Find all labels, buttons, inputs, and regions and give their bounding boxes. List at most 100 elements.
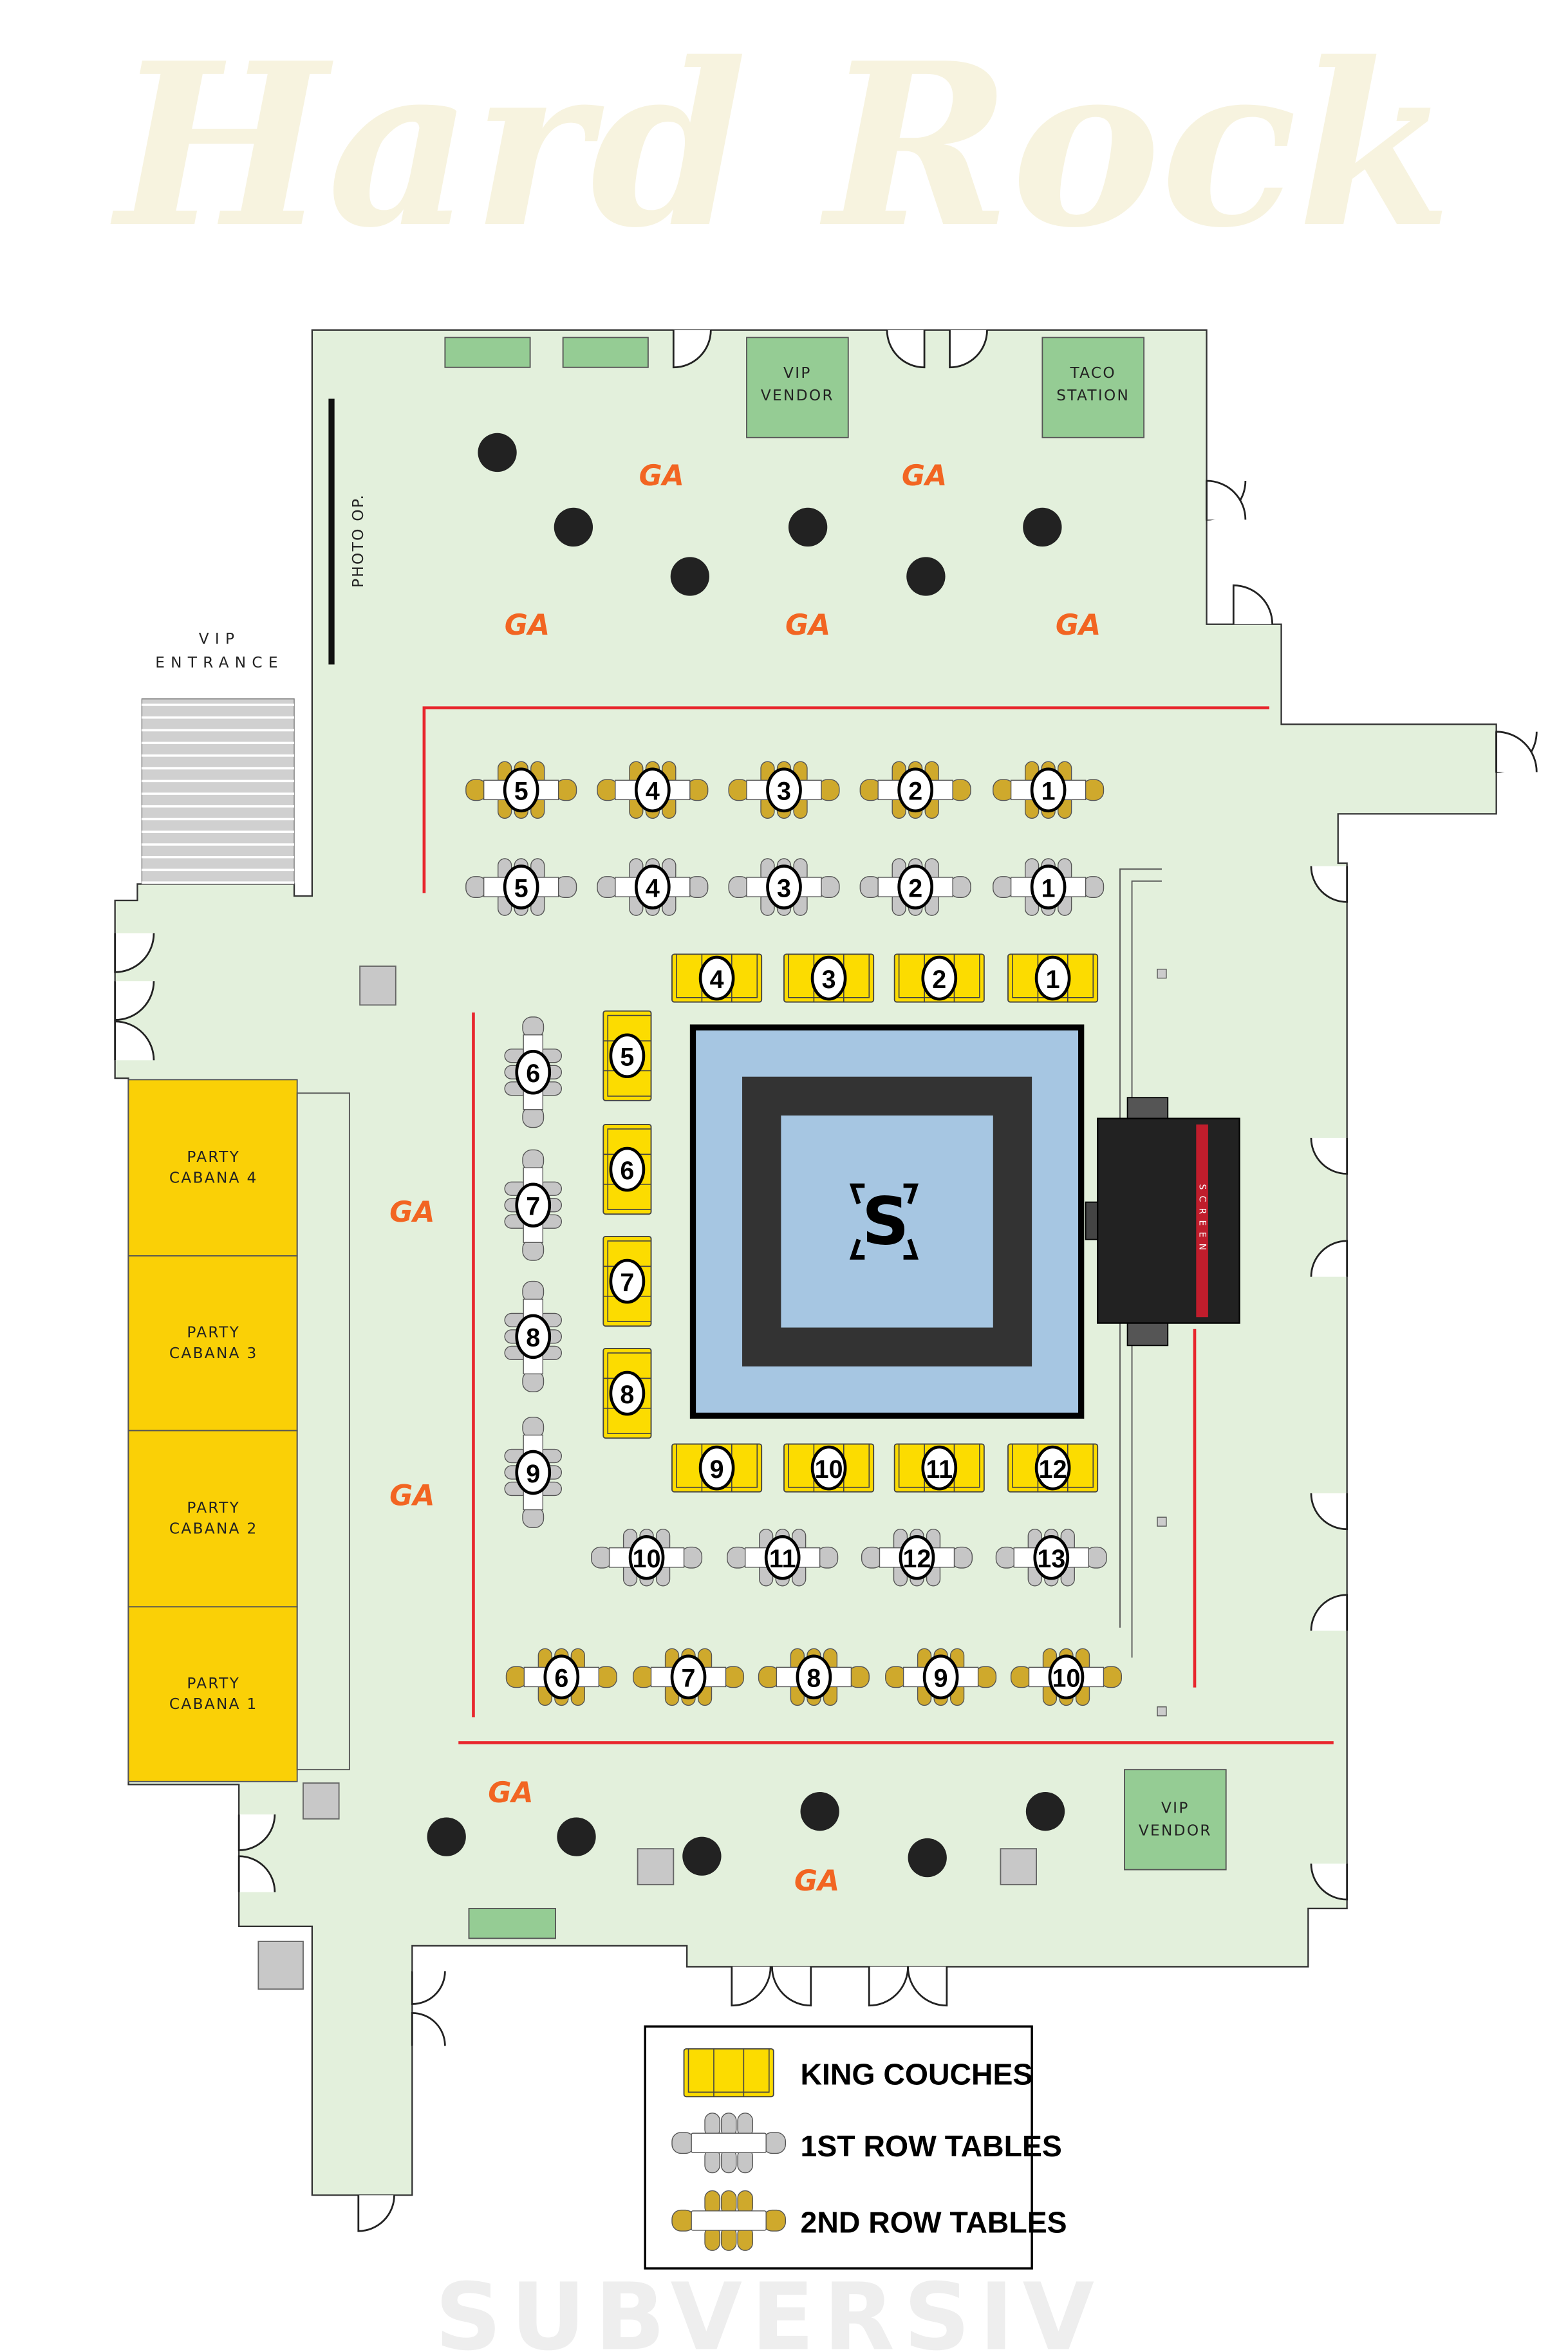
table-number: 12: [1039, 1455, 1067, 1484]
first-row-table[interactable]: 2: [859, 858, 971, 916]
number-badge: [609, 1370, 646, 1416]
column: [303, 1782, 340, 1820]
king-couch[interactable]: 4: [671, 953, 763, 1003]
door: [114, 933, 155, 973]
party-cabana[interactable]: PARTY CABANA 3: [127, 1255, 298, 1432]
pillar: [800, 1792, 839, 1831]
second-row-table[interactable]: 1: [993, 761, 1105, 819]
vip-entrance-stairs[interactable]: [141, 698, 295, 885]
table-number: 7: [620, 1269, 634, 1297]
first-row-table[interactable]: 10: [591, 1528, 703, 1587]
second-row-table[interactable]: 2: [859, 761, 971, 819]
cabana-label: CABANA 3: [169, 1345, 258, 1362]
legend: KING COUCHES 1ST ROW TABLES 2ND ROW TABL…: [644, 2025, 1067, 2270]
door: [1232, 584, 1274, 624]
pillar: [670, 557, 709, 596]
number-badge: [609, 1033, 646, 1079]
column: [257, 1941, 304, 1990]
number-badge: [515, 1182, 552, 1228]
number-badge: [515, 1314, 552, 1359]
first-row-table[interactable]: 7: [504, 1149, 563, 1261]
number-badge: [766, 767, 802, 813]
door: [1310, 1493, 1349, 1531]
number-badge: [922, 1654, 959, 1700]
door: [1310, 1240, 1349, 1277]
table-number: 1: [1041, 874, 1056, 902]
table-number: 2: [908, 874, 922, 902]
first-row-table[interactable]: 9: [504, 1416, 563, 1529]
second-row-table[interactable]: 3: [728, 761, 840, 819]
king-couch[interactable]: 12: [1007, 1443, 1099, 1493]
column: [359, 966, 397, 1006]
number-badge: [1030, 864, 1067, 910]
door: [114, 981, 155, 1021]
first-row-table[interactable]: 12: [861, 1528, 973, 1587]
number-badge: [698, 1445, 735, 1491]
table-number: 7: [682, 1665, 696, 1693]
table-number: 11: [769, 1545, 796, 1573]
first-row-table[interactable]: 5: [465, 858, 577, 916]
king-couch[interactable]: 11: [893, 1443, 985, 1493]
second-row-table[interactable]: 5: [465, 761, 577, 819]
vip-vendor-bottom[interactable]: VIP VENDOR: [1124, 1769, 1227, 1871]
second-row-table[interactable]: 6: [505, 1648, 617, 1706]
second-row-table[interactable]: 7: [632, 1648, 745, 1706]
king-couch[interactable]: 1: [1007, 953, 1099, 1003]
king-couch[interactable]: 6: [602, 1124, 652, 1215]
ga-label: GA: [488, 1777, 533, 1809]
first-row-table[interactable]: 8: [504, 1280, 563, 1392]
door: [886, 330, 926, 369]
legend-first-row-tables: 1ST ROW TABLES: [801, 2129, 1062, 2163]
first-row-table[interactable]: 6: [504, 1016, 563, 1128]
taco-station-label: STATION: [1056, 387, 1130, 404]
pillar: [906, 557, 946, 596]
vip-vendor-top[interactable]: VIP VENDOR: [746, 337, 849, 438]
ga-label: GA: [1056, 609, 1101, 642]
first-row-table[interactable]: 1: [993, 858, 1105, 916]
door: [411, 2011, 446, 2046]
subversiv-logo-icon: [849, 1183, 919, 1260]
second-row-table[interactable]: 4: [597, 761, 709, 819]
cabana-label: PARTY: [187, 1148, 240, 1166]
vendor-label: VIP: [1161, 1799, 1190, 1816]
king-couch[interactable]: 9: [671, 1443, 763, 1493]
door: [1310, 1137, 1349, 1175]
number-badge: [1030, 767, 1067, 813]
cabana-label: PARTY: [187, 1324, 240, 1341]
first-row-table[interactable]: 3: [728, 858, 840, 916]
cabana-rail: [296, 1092, 350, 1771]
number-badge: [609, 1258, 646, 1304]
table-number: 10: [1052, 1665, 1081, 1693]
king-couch[interactable]: 10: [783, 1443, 875, 1493]
door: [357, 2195, 395, 2232]
bar-counter: [444, 337, 531, 368]
number-badge: [764, 1535, 801, 1580]
first-row-table[interactable]: 4: [597, 858, 709, 916]
door: [1495, 731, 1538, 772]
first-row-table[interactable]: 11: [727, 1528, 839, 1587]
number-badge: [628, 1535, 665, 1580]
second-row-table[interactable]: 8: [758, 1648, 870, 1706]
second-row-table[interactable]: 9: [885, 1648, 997, 1706]
taco-station[interactable]: TACO STATION: [1041, 337, 1145, 438]
table-number: 2: [908, 778, 922, 806]
table-number: 5: [514, 778, 528, 806]
table-number: 7: [526, 1193, 540, 1221]
king-couch[interactable]: 5: [602, 1010, 652, 1101]
number-badge: [897, 767, 933, 813]
second-row-table[interactable]: 10: [1010, 1648, 1123, 1706]
king-couch[interactable]: 8: [602, 1348, 652, 1439]
ga-label: GA: [389, 1480, 434, 1513]
king-couch[interactable]: 7: [602, 1236, 652, 1327]
pillars: [427, 433, 1065, 1878]
number-badge: [899, 1535, 935, 1580]
king-couch[interactable]: 2: [893, 953, 985, 1003]
door: [672, 330, 712, 369]
king-couch[interactable]: 3: [783, 953, 875, 1003]
legend-second-row-tables: 2ND ROW TABLES: [801, 2205, 1067, 2239]
first-row-table[interactable]: 13: [995, 1528, 1107, 1587]
